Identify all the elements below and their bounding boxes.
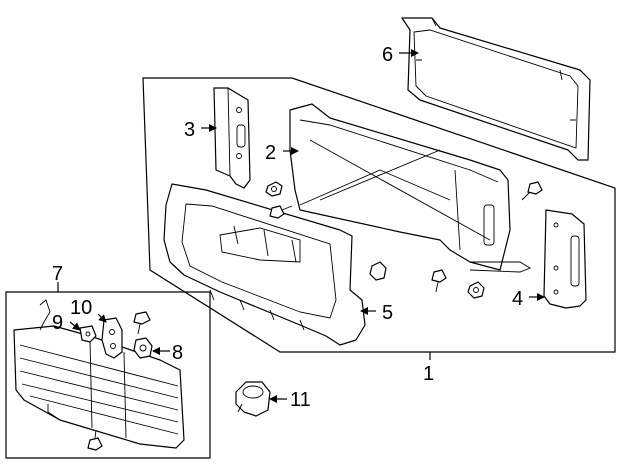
left-bracket-part [213,87,251,189]
upper-frame-part [401,17,591,161]
clip-part [133,337,153,359]
callout-7: 7 [52,263,63,285]
callout-10: 10 [70,297,92,319]
callout-2: 2 [265,142,276,164]
shutter-bolts [87,311,151,451]
callout-6: 6 [382,44,393,66]
callout-11: 11 [290,389,311,411]
callout-3: 3 [184,119,195,141]
sensor-part [235,381,271,417]
callout-1: 1 [423,363,434,385]
shutter-assembly-box [5,291,211,459]
right-bracket-part [543,209,587,309]
upper-support-part [289,103,532,273]
radiator-support-part [163,183,366,346]
callout-4: 4 [512,288,523,310]
fasteners [265,181,543,299]
actuator-part [101,317,123,359]
callout-5: 5 [382,302,393,324]
callout-9: 9 [52,312,63,334]
actuator-bracket-part [79,325,97,343]
callout-8: 8 [172,342,183,364]
leader-lines [57,49,545,403]
grille-shutter-part [13,299,185,449]
assembly-outline [142,77,616,353]
